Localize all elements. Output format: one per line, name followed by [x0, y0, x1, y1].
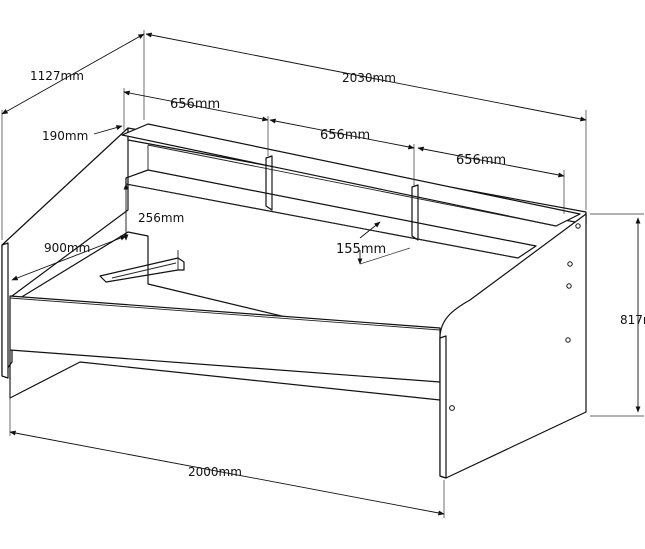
right-end-panel [439, 213, 587, 479]
right-end-front-face [439, 335, 447, 479]
bed-outline [1, 123, 587, 479]
shelf-width-3-label: 656mm [456, 153, 506, 168]
dimension-labels: 1127mm 2030mm 656mm 656mm 656mm 190mm 25… [30, 69, 645, 479]
length-dim-line [9, 430, 445, 516]
hole-icon [575, 223, 581, 229]
shelf-depth-label: 190mm [42, 129, 88, 143]
dimension-lines [1, 30, 644, 518]
hole-icon [566, 283, 572, 289]
shelf-height-label: 256mm [138, 211, 184, 225]
shelf-top-board [121, 123, 581, 227]
hole-icon [449, 405, 455, 411]
front-rail [9, 295, 441, 383]
front-rail-top [9, 297, 441, 331]
shelf-width-1-label: 656mm [170, 97, 220, 112]
shelf3-dim-line [417, 146, 565, 178]
compartment-height-label: 155mm [336, 242, 386, 257]
width-total-label: 2030mm [342, 71, 396, 85]
mattress-width-dim-line [11, 235, 127, 281]
depth-dim-line [1, 33, 145, 115]
compartment-dim-top [359, 221, 381, 239]
shelf-width-2-label: 656mm [320, 128, 370, 143]
shelf2-dim-line [269, 118, 415, 150]
mattress-width-label: 900mm [44, 241, 90, 255]
total-height-label: 817m [620, 313, 645, 327]
shelf1-dim-line [123, 90, 269, 122]
hole-icon [565, 337, 571, 343]
bed-length-label: 2000mm [188, 465, 242, 479]
shelf-bottom-edge [125, 169, 537, 259]
shelf-depth-dim-line [93, 125, 123, 135]
support-bracket [99, 257, 185, 283]
hole-icon [567, 261, 573, 267]
shelf-bottom-line [125, 183, 519, 259]
depth-total-label: 1127mm [30, 69, 84, 83]
lower-skirt [9, 350, 441, 401]
width-dim-line [145, 32, 587, 122]
left-end-front-face [1, 242, 9, 379]
shelf-inner-back [147, 144, 557, 227]
